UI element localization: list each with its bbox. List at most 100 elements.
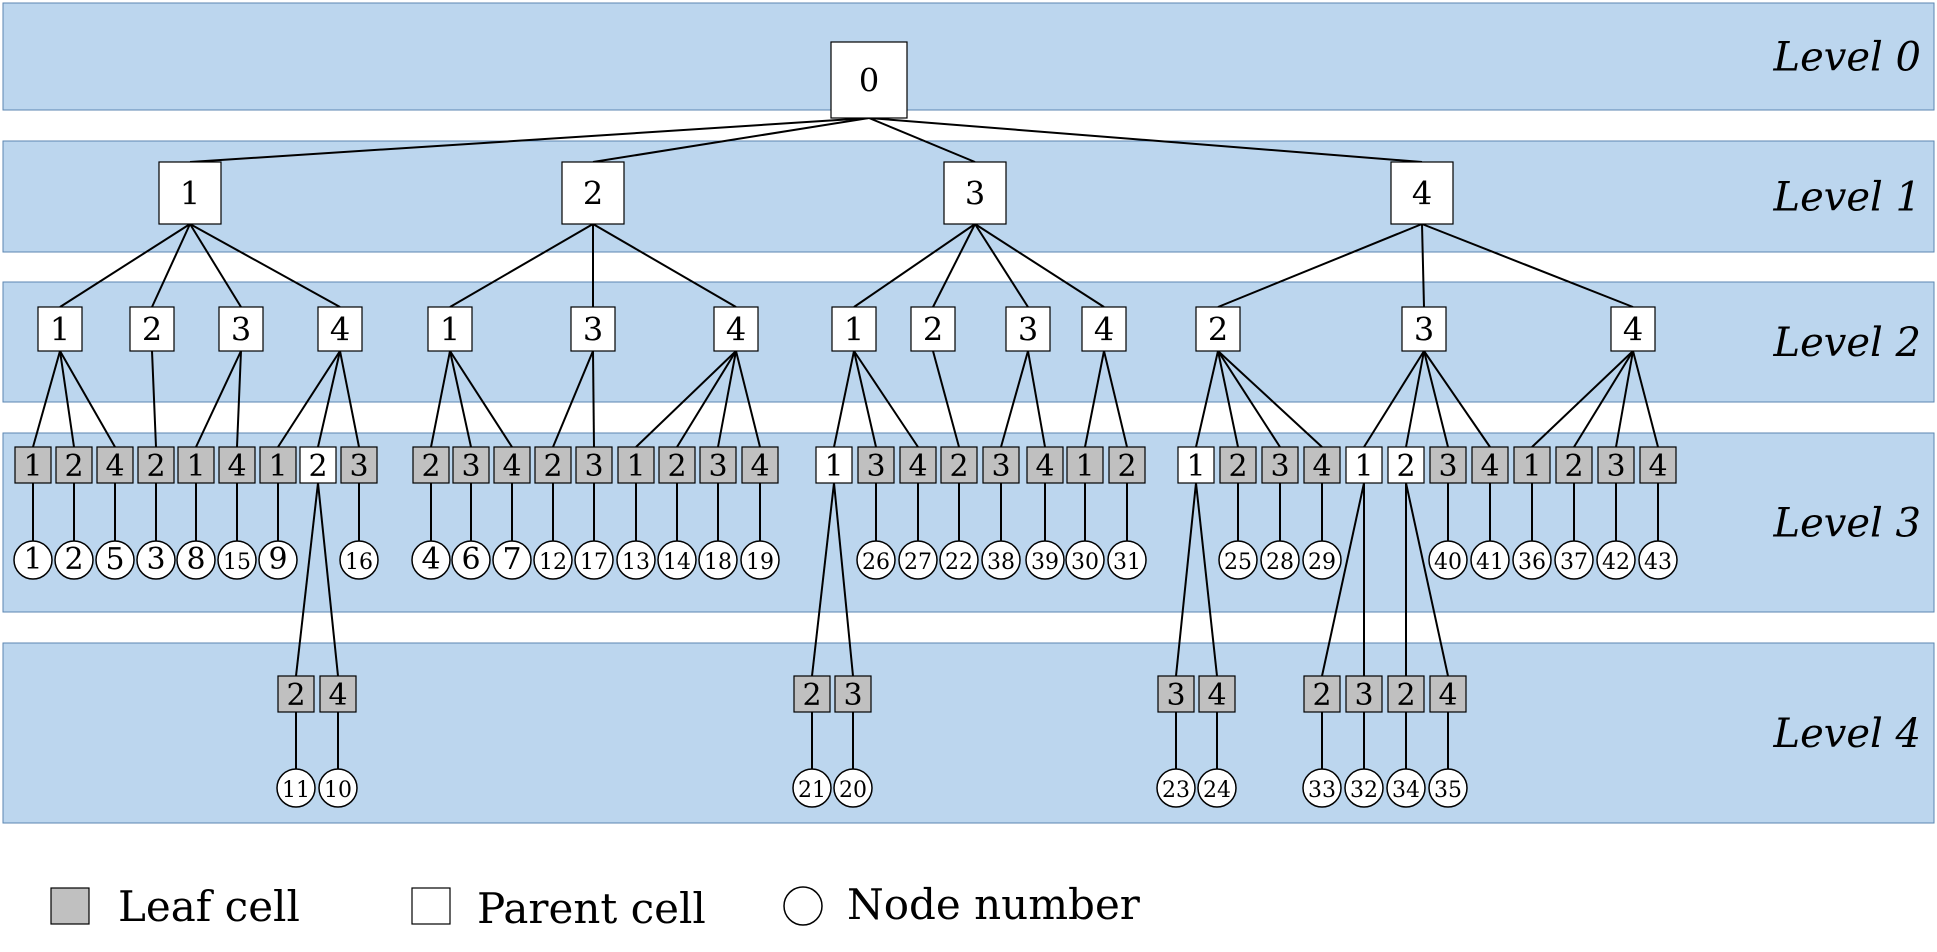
node-number-circle [1428,540,1468,580]
tree-edge [1405,350,1425,448]
tree-edge [59,350,116,448]
node-number-label: 2 [64,542,83,577]
leaf-cell [1387,675,1425,713]
cell-label: 4 [502,449,521,484]
cell-label: 3 [965,175,985,213]
tree-edge [932,350,960,448]
cell-label: 2 [1564,449,1583,484]
cell-label: 3 [866,449,885,484]
tree-edge [833,350,855,448]
cell-label: 2 [1228,449,1247,484]
leaf-cell [177,446,215,484]
node-number-circle [657,540,697,580]
tree-edge [1423,350,1491,448]
leaf-cell [1157,675,1195,713]
tree-edge [1615,350,1634,448]
node-number-label: 13 [622,550,650,575]
parent-cell [1195,306,1241,352]
cell-label: 2 [146,449,165,484]
tree-edge [430,350,451,448]
tree-edge [552,350,594,448]
cell-label: 2 [1396,678,1415,713]
tree-edge [932,223,976,308]
tree-edge [1027,350,1046,448]
tree-edge [833,482,854,677]
leaf-cell [412,446,450,484]
node-number-circle [792,768,832,808]
tree-edge [277,350,341,448]
node-number-circle [318,768,358,808]
leaf-cell [1303,446,1341,484]
leaf-cell [1198,675,1236,713]
parent-cell [129,306,175,352]
cell-label: 1 [50,311,70,349]
node-number-circle [411,540,451,580]
leaf-cell [1066,446,1104,484]
parent-cell [1387,446,1425,484]
leaf-cell [1261,446,1299,484]
tree-edge [635,350,737,448]
cell-label: 4 [328,678,347,713]
node-number-circle [217,540,257,580]
node-number-label: 35 [1434,778,1462,803]
parent-cell [561,161,625,225]
tree-edge [592,117,870,163]
tree-edge [339,350,360,448]
leaf-cell [96,446,134,484]
cell-label: 2 [421,449,440,484]
cell-label: 3 [231,311,251,349]
node-number-label: 6 [461,542,480,577]
level-label-4: Level 4 [1773,711,1921,757]
cell-label: 3 [1270,449,1289,484]
cell-label: 4 [330,311,350,349]
node-number-circle [1638,540,1678,580]
leaf-cell [493,446,531,484]
tree-edge [449,350,513,448]
parent-cell [37,306,83,352]
cell-label: 1 [23,449,42,484]
tree-edge [151,350,157,448]
node-number-circle [898,540,938,580]
cell-label: 4 [908,449,927,484]
tree-edge [1195,482,1218,677]
node-number-label: 41 [1476,550,1504,575]
cell-label: 1 [1075,449,1094,484]
tree-edge [1195,350,1219,448]
cell-label: 1 [844,311,864,349]
leaf-cell [137,446,175,484]
leaf-cell [1639,446,1677,484]
tree-edge [717,350,737,448]
cell-label: 2 [64,449,83,484]
tree-edge [676,350,737,448]
leaf-cell [741,446,779,484]
tree-edge [1632,350,1659,448]
node-number-label: 25 [1224,550,1252,575]
cell-label: 4 [1035,449,1054,484]
tree-edge [868,117,1423,163]
node-number-circle [136,540,176,580]
tree-edge [1217,350,1281,448]
node-number-circle [833,768,873,808]
tree-edge [1423,350,1449,448]
cell-label: 2 [286,678,305,713]
node-number-label: 17 [580,550,608,575]
cell-label: 2 [667,449,686,484]
node-number-circle [1025,540,1065,580]
node-number-label: 22 [945,550,973,575]
node-number-label: 29 [1308,550,1336,575]
tree-edge [853,350,919,448]
node-number-label: 11 [282,778,310,803]
leaf-cell [277,675,315,713]
node-number-label: 5 [105,542,124,577]
cell-label: 3 [461,449,480,484]
leaf-cell [658,446,696,484]
node-number-circle [13,540,53,580]
cell-label: 4 [1412,175,1432,213]
node-number-circle [1065,540,1105,580]
node-number-label: 42 [1602,550,1630,575]
leaf-cell [534,446,572,484]
node-number-label: 14 [663,550,691,575]
cell-label: 4 [227,449,246,484]
cell-label: 3 [1018,311,1038,349]
node-number-label: 37 [1560,550,1588,575]
